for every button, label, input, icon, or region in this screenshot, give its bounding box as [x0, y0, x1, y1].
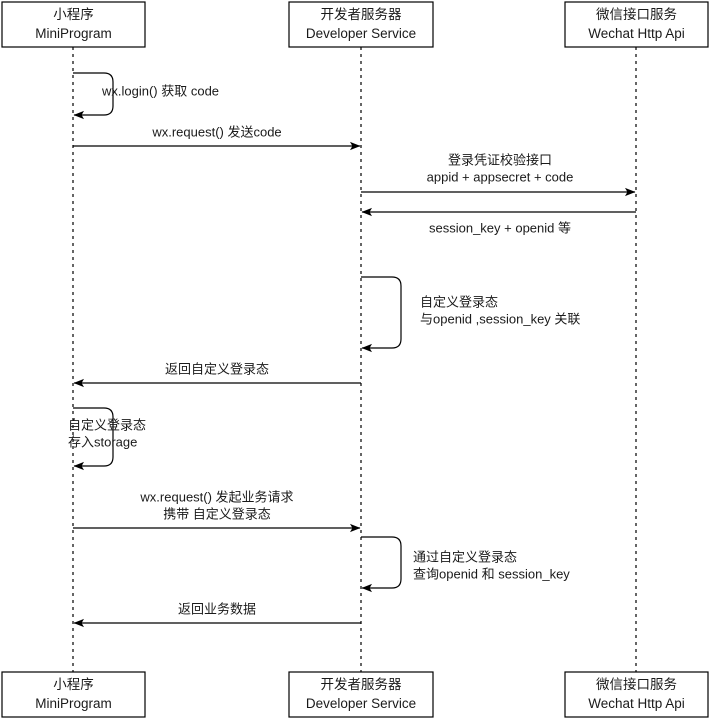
actor-label-cn: 开发者服务器 — [321, 7, 402, 22]
actor-label-en: Wechat Http Api — [588, 26, 685, 41]
lifelines-group — [72, 47, 637, 672]
actor-label-cn: 小程序 — [53, 677, 94, 692]
actor-label-en: MiniProgram — [35, 26, 112, 41]
message-self-loop — [73, 72, 114, 120]
message-label-line: 查询openid 和 session_key — [413, 566, 570, 581]
message-label-line: wx.request() 发起业务请求 — [139, 489, 293, 504]
message-label-line: 存入storage — [68, 434, 137, 449]
message-m4[interactable]: session_key + openid 等 — [361, 207, 636, 235]
actor-box-miniprogram-bottom[interactable]: 小程序 MiniProgram — [1, 671, 146, 718]
message-label-line: 返回自定义登录态 — [165, 361, 269, 376]
message-label-line: 自定义登录态 — [68, 417, 146, 432]
message-self-loop — [361, 276, 402, 353]
actor-box-wechat-http-api-bottom[interactable]: 微信接口服务 Wechat Http Api — [564, 671, 709, 718]
message-label-line: session_key + openid 等 — [429, 220, 571, 235]
message-label-line: 返回业务数据 — [178, 601, 256, 616]
actor-box-border — [288, 671, 434, 718]
actor-box-wechat-http-api-top[interactable]: 微信接口服务 Wechat Http Api — [564, 1, 709, 48]
actor-box-developer-service-top[interactable]: 开发者服务器 Developer Service — [288, 1, 434, 48]
message-label-line: 携带 自定义登录态 — [163, 506, 271, 521]
actor-box-border — [1, 671, 146, 718]
message-m1[interactable]: wx.login() 获取 code — [73, 72, 219, 120]
actor-box-border — [288, 1, 434, 48]
message-label-line: 登录凭证校验接口 — [448, 152, 552, 167]
message-m6[interactable]: 返回自定义登录态 — [73, 361, 361, 388]
actor-label-cn: 微信接口服务 — [596, 676, 677, 692]
actor-box-border — [1, 1, 146, 48]
messages-group: wx.login() 获取 code wx.request() 发送code 登录凭… — [68, 72, 636, 628]
message-m10[interactable]: 返回业务数据 — [73, 601, 361, 628]
message-label-line: wx.login() 获取 code — [101, 83, 219, 98]
message-self-loop — [361, 536, 402, 593]
message-label-line: 与openid ,session_key 关联 — [420, 311, 580, 326]
actor-label-en: Wechat Http Api — [588, 696, 685, 711]
actor-label-cn: 微信接口服务 — [596, 6, 677, 22]
actor-label-en: Developer Service — [306, 26, 416, 41]
actor-box-developer-service-bottom[interactable]: 开发者服务器 Developer Service — [288, 671, 434, 718]
message-label-line: wx.request() 发送code — [151, 124, 281, 139]
actor-label-en: MiniProgram — [35, 696, 112, 711]
message-m2[interactable]: wx.request() 发送code — [73, 124, 361, 151]
actor-box-border — [564, 671, 709, 718]
message-m3[interactable]: 登录凭证校验接口 appid + appsecret + code — [361, 152, 636, 197]
actor-box-miniprogram-top[interactable]: 小程序 MiniProgram — [1, 1, 146, 48]
message-label-line: 自定义登录态 — [420, 294, 498, 309]
actor-label-cn: 小程序 — [53, 7, 94, 22]
message-label-line: appid + appsecret + code — [427, 169, 574, 184]
message-self-loop — [73, 407, 114, 471]
message-label-line: 通过自定义登录态 — [413, 549, 517, 564]
actor-label-cn: 开发者服务器 — [321, 677, 402, 692]
actor-label-en: Developer Service — [306, 696, 416, 711]
actor-box-border — [564, 1, 709, 48]
